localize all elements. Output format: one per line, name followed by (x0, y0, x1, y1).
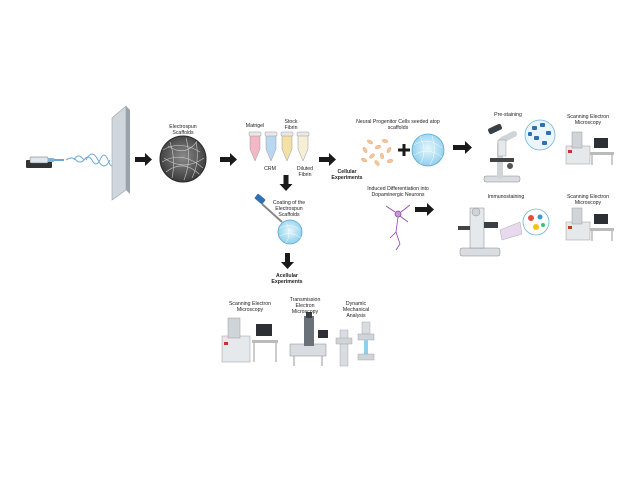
dma-instrument-icon (335, 321, 375, 367)
cell-cluster-icon (360, 139, 394, 166)
confocal-microscope-icon (458, 207, 523, 257)
label-sem-bottom: Scanning Electron Microscopy (228, 301, 272, 313)
label-matrigel: Matrigel (245, 123, 265, 129)
label-sem-mid: Scanning Electron Microscopy (566, 194, 610, 206)
label-npc-seeded: Neural Progenitor Cells seeded atop scaf… (356, 119, 440, 131)
sem-instrument-icon (565, 131, 614, 165)
arrow-down-icon (281, 253, 294, 269)
label-crm: CRM (264, 166, 276, 172)
label-acellular-experiments: Acellular Experiments (271, 273, 303, 285)
arrow-right-icon (319, 153, 336, 166)
coated-scaffold-icon (277, 219, 303, 245)
electrospinning-syringe-icon (26, 156, 64, 168)
label-stock-fibrin: Stock Fibrin (284, 119, 298, 131)
microcentrifuge-tube-icon (248, 131, 262, 162)
arrow-right-icon (453, 141, 472, 154)
microcentrifuge-tube-icon (280, 131, 294, 162)
fiber-mesh-blue-icon (411, 133, 445, 167)
label-pre-staining: Pre-staining (494, 112, 522, 118)
fiber-mesh-icon (159, 135, 207, 183)
microcentrifuge-tube-icon (296, 131, 310, 162)
light-microscope-icon (483, 123, 521, 183)
tem-instrument-icon (289, 312, 328, 366)
label-tem: Transmission Electron Microscopy (289, 297, 321, 315)
electrospinning-jet-icon (65, 153, 117, 167)
sem-instrument-icon (565, 207, 614, 241)
label-electrospun-scaffolds: Electrospun Scaffolds (169, 124, 197, 136)
arrow-right-icon (135, 153, 152, 166)
stained-sample-icon (524, 119, 556, 151)
arrow-right-icon (415, 203, 434, 216)
arrow-down-icon (279, 175, 293, 191)
label-induced-differentiation: Induced Differentiation into Dopaminergi… (367, 186, 429, 198)
sem-instrument-icon (221, 317, 278, 363)
label-sem-top: Scanning Electron Microscopy (566, 114, 610, 126)
arrow-right-icon (220, 153, 237, 166)
label-dma: Dynamic Mechanical Analysis (342, 301, 370, 319)
label-immunostaining: Immunostaining (487, 194, 525, 200)
label-diluted-fibrin: Diluted Fibrin (296, 166, 314, 178)
neuron-icon (385, 204, 411, 251)
collector-plate-icon (111, 105, 130, 201)
label-cellular-experiments: Cellular Experiments (331, 169, 363, 181)
label-coating: Coating of the Electrospun Scaffolds (272, 200, 306, 218)
plus-icon (398, 144, 410, 156)
fluorescent-sample-icon (522, 208, 550, 236)
microcentrifuge-tube-icon (264, 131, 278, 162)
